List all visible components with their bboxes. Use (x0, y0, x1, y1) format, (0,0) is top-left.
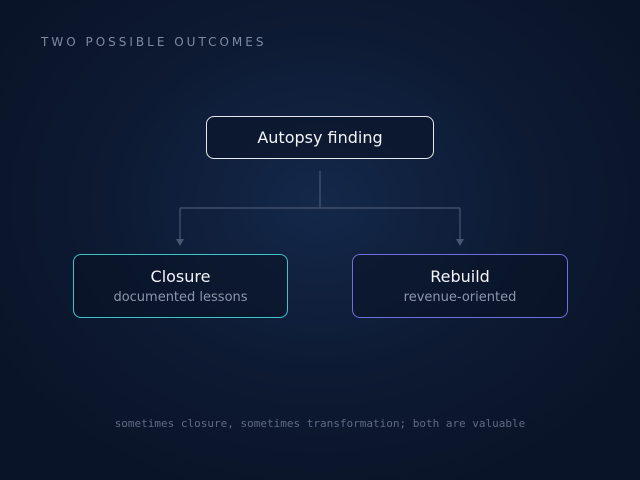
arrowhead-left (176, 239, 184, 246)
outcome-title: Closure (150, 266, 211, 286)
outcome-title: Rebuild (430, 266, 490, 286)
outcome-subtitle: revenue-oriented (403, 289, 517, 305)
outcome-node-closure: Closure documented lessons (73, 254, 288, 318)
outcome-subtitle: documented lessons (113, 289, 248, 305)
footnote: sometimes closure, sometimes transformat… (114, 417, 526, 430)
root-node: Autopsy finding (206, 116, 434, 159)
outcome-node-rebuild: Rebuild revenue-oriented (352, 254, 568, 318)
arrowhead-right (456, 239, 464, 246)
root-node-label: Autopsy finding (257, 127, 383, 147)
section-kicker: TWO POSSIBLE OUTCOMES (41, 35, 267, 49)
